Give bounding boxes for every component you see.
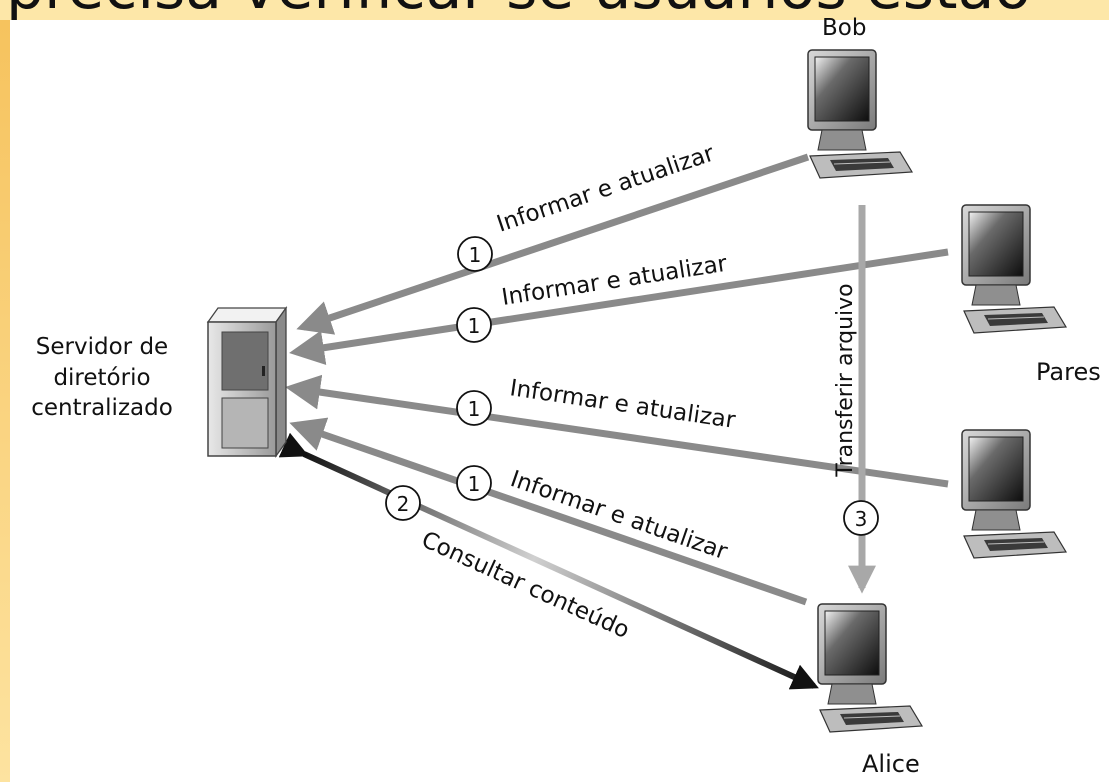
alice-computer-icon: [817, 603, 923, 733]
svg-text:2: 2: [397, 492, 410, 516]
server-label-line-2: diretório: [53, 365, 150, 391]
bob-computer-icon: [807, 49, 913, 179]
svg-text:1: 1: [468, 314, 481, 338]
transfer-label: Transferir arquivo: [833, 283, 858, 477]
step-1-badge-peer-1: 1: [456, 307, 492, 343]
inform-arrow-peer-1: [289, 248, 949, 366]
server-label-line-3: centralizado: [31, 395, 173, 421]
step-2-badge: 2: [385, 485, 421, 521]
directory-server-icon: [206, 305, 288, 459]
query-label: Consultar conteúdo: [418, 527, 634, 644]
alice-label: Alice: [862, 750, 920, 778]
peer-computer-icon: [961, 204, 1067, 334]
step-1-badge-peer-2: 1: [456, 390, 492, 426]
svg-text:1: 1: [469, 243, 482, 267]
slide-title-fragment: precisa verificar se usuários estão: [6, 0, 1031, 18]
svg-text:3: 3: [855, 507, 868, 531]
slide-left-strip: [0, 0, 10, 782]
svg-text:1: 1: [468, 397, 481, 421]
step-3-badge: 3: [843, 500, 879, 536]
inform-arrow-bob: [296, 153, 810, 335]
peer-computer-icon: [961, 429, 1067, 559]
step-1-badge-bob: 1: [457, 236, 493, 272]
svg-text:1: 1: [468, 472, 481, 496]
inform-label-alice: Informar e atualizar: [507, 466, 731, 565]
step-1-badge-alice: 1: [456, 465, 492, 501]
server-label-line-1: Servidor de: [36, 334, 168, 360]
bob-label: Bob: [822, 15, 866, 41]
slide-title-band: precisa verificar se usuários estão: [0, 0, 1109, 20]
peers-label: Pares: [1036, 358, 1101, 386]
